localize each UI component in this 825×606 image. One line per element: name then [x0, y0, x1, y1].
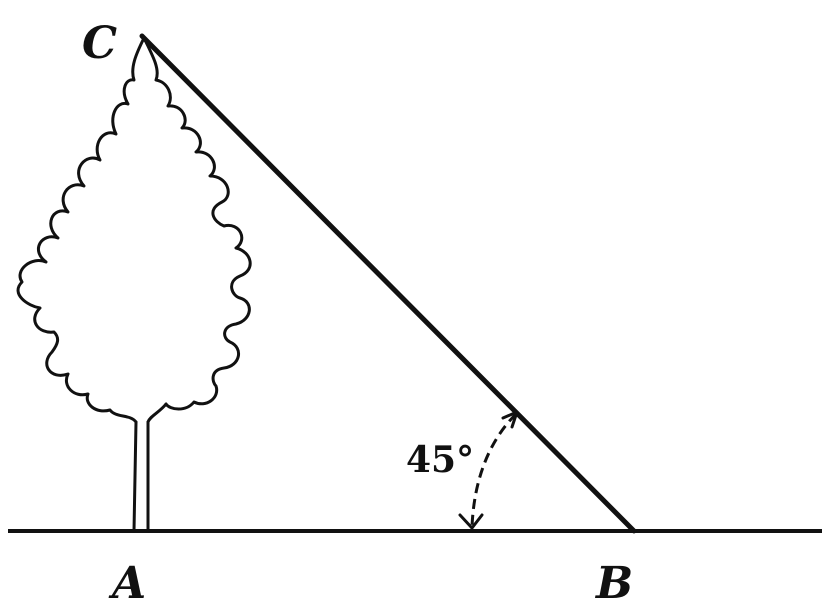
- point-label-b: B: [594, 558, 633, 606]
- sight-line-cb: [139, 33, 637, 534]
- angle-arrowhead-top: [501, 410, 519, 429]
- tree-icon: [16, 36, 252, 533]
- angle-arrowhead-bottom: [458, 513, 484, 530]
- point-label-c: C: [82, 18, 117, 69]
- tree-crown: [16, 36, 252, 424]
- tree-trunk: [132, 420, 150, 533]
- point-label-a: A: [108, 558, 146, 606]
- angle-arc: [470, 412, 518, 528]
- angle-label: 45°: [406, 439, 474, 481]
